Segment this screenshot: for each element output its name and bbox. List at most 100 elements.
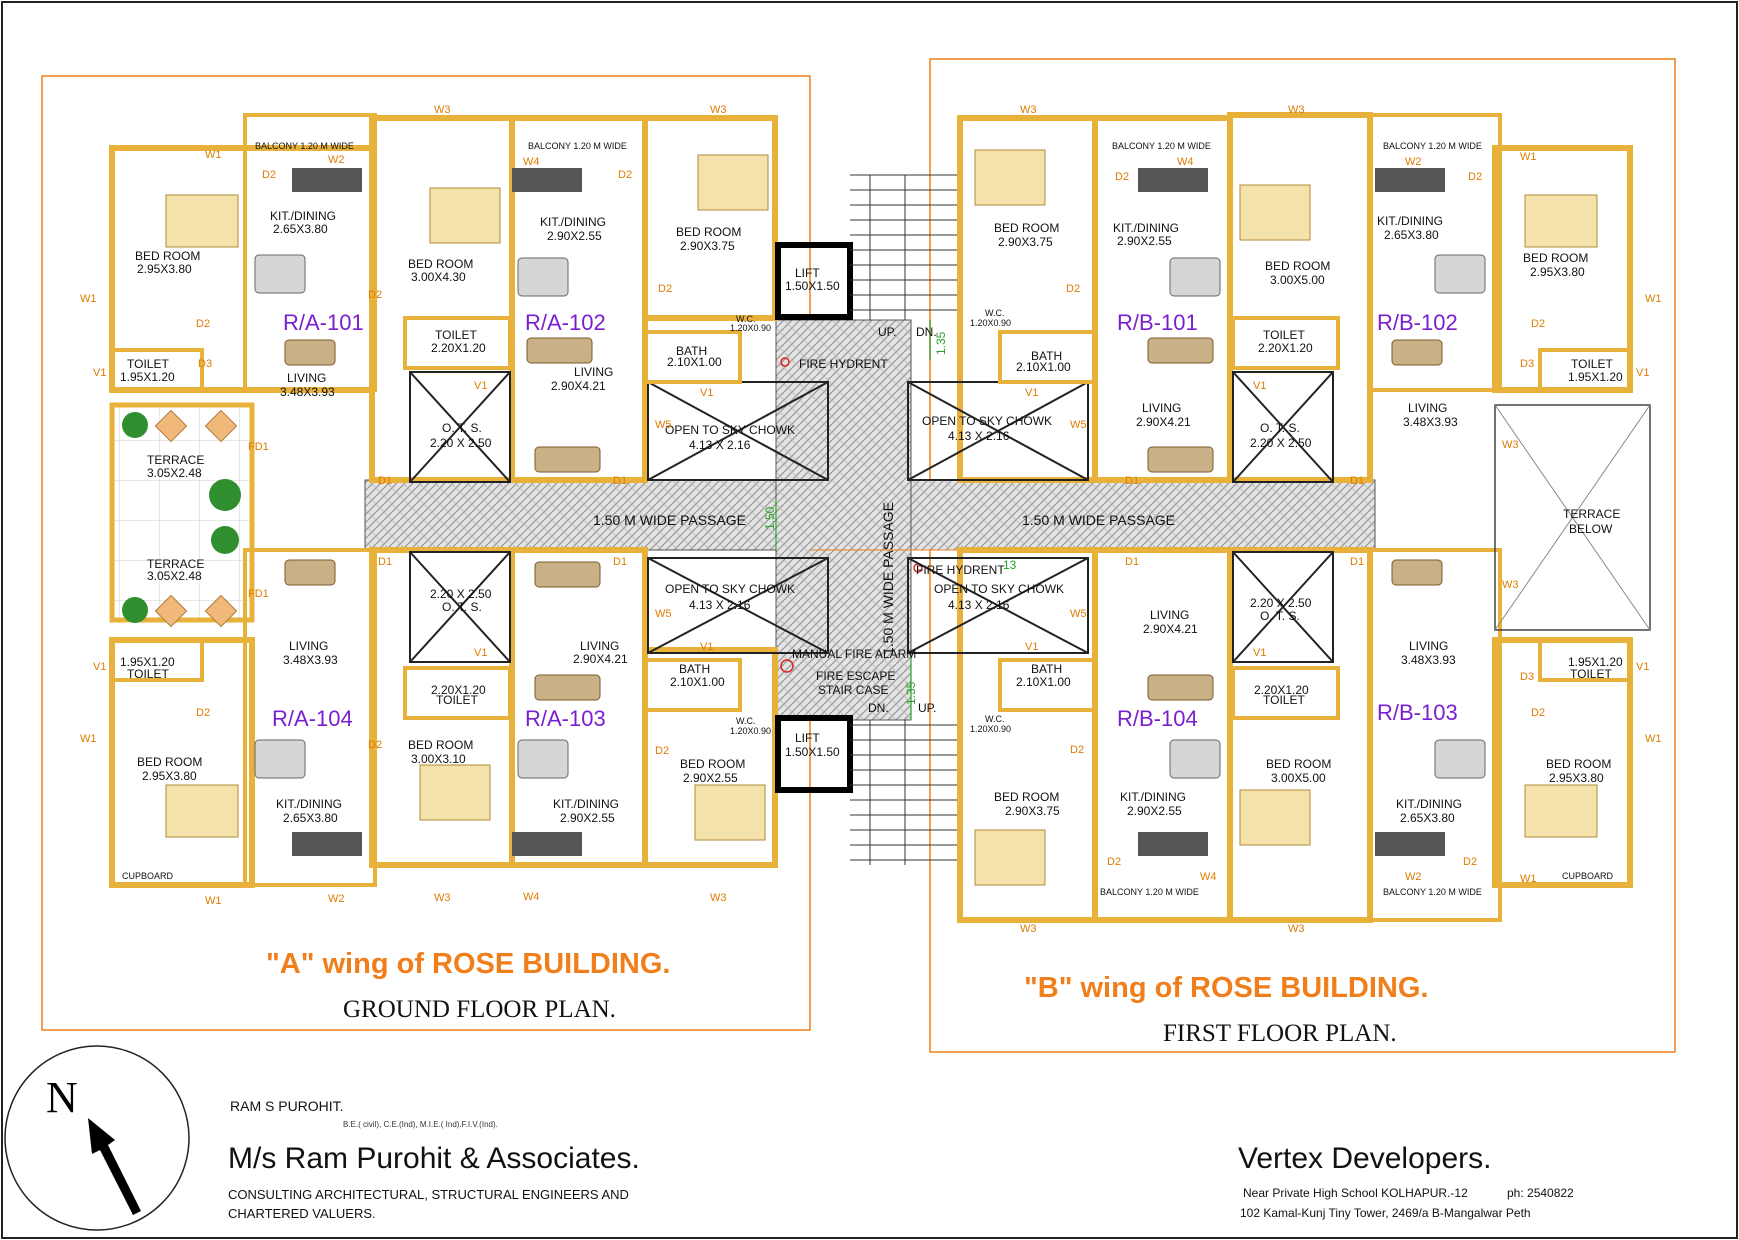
room-name: TOILET xyxy=(1570,667,1612,681)
room-name: KIT./DINING xyxy=(553,797,619,811)
door-tag: D2 xyxy=(1066,283,1080,295)
room-size: 1.95X1.20 xyxy=(120,370,175,384)
door-tag: D2 xyxy=(658,283,672,295)
room-size: 1.20X0.90 xyxy=(730,323,771,333)
window-tag: W1 xyxy=(1520,873,1537,885)
room-size: 1.95X1.20 xyxy=(1568,370,1623,384)
room-size: 2.90X4.21 xyxy=(573,652,628,666)
room-size: 2.20X1.20 xyxy=(431,341,486,355)
window-tag: V1 xyxy=(1636,367,1649,379)
terrace-below-label: BELOW xyxy=(1569,522,1613,536)
architect-name: RAM S PUROHIT. xyxy=(230,1098,344,1114)
window-tag: W3 xyxy=(710,892,727,904)
door-tag: D2 xyxy=(1531,707,1545,719)
room-name: BED ROOM xyxy=(994,221,1059,235)
architect-firm: M/s Ram Purohit & Associates. xyxy=(228,1142,640,1175)
room-size: 3.05X2.48 xyxy=(147,466,202,480)
wing-a-subheading: GROUND FLOOR PLAN. xyxy=(343,996,616,1023)
chowk-name: OPEN TO SKY CHOWK xyxy=(922,414,1052,428)
room-size: 2.95X3.80 xyxy=(137,262,192,276)
room-size: 2.90X3.75 xyxy=(998,235,1053,249)
room-size: 1.95X1.20 xyxy=(120,655,175,669)
chowk-name: OPEN TO SKY CHOWK xyxy=(665,423,795,437)
room-name: W.C. xyxy=(985,714,1005,724)
room-size: 2.95X3.80 xyxy=(142,769,197,783)
room-size: 2.10X1.00 xyxy=(1016,675,1071,689)
window-tag: W2 xyxy=(328,893,345,905)
room-name: TOILET xyxy=(435,328,477,342)
developer-address: Near Private High School KOLHAPUR.-12 xyxy=(1243,1186,1468,1200)
door-tag: D2 xyxy=(1115,171,1129,183)
door-tag: D3 xyxy=(1520,358,1534,370)
room-size: 2.65X3.80 xyxy=(283,811,338,825)
room-name: KIT./DINING xyxy=(270,209,336,223)
door-tag: D2 xyxy=(196,318,210,330)
window-tag: V1 xyxy=(1253,647,1266,659)
room-size: 2.65X3.80 xyxy=(273,222,328,236)
core xyxy=(775,174,1050,865)
architect-services: CHARTERED VALUERS. xyxy=(228,1206,376,1221)
room-name: BED ROOM xyxy=(135,249,200,263)
window-tag: W3 xyxy=(434,892,451,904)
room-name: TOILET xyxy=(1263,328,1305,342)
room-name: BED ROOM xyxy=(1546,757,1611,771)
window-tag: V1 xyxy=(1253,380,1266,392)
room-size: 2.10X1.00 xyxy=(1016,360,1071,374)
door-tag: D2 xyxy=(368,739,382,751)
room-size: 3.00X3.10 xyxy=(411,752,466,766)
ots-name: O. T. S. xyxy=(442,600,482,614)
vertical-passage-label: 1.50 M WIDE PASSAGE xyxy=(880,502,896,655)
room-name: TOILET xyxy=(1263,693,1305,707)
chowk-name: OPEN TO SKY CHOWK xyxy=(934,582,1064,596)
lift-name: LIFT xyxy=(795,731,820,745)
developer-address: 102 Kamal-Kunj Tiny Tower, 2469/a B-Mang… xyxy=(1240,1206,1531,1220)
wing-b-heading: "B" wing of ROSE BUILDING. xyxy=(1024,972,1429,1004)
room-size: 2.90X4.21 xyxy=(1143,622,1198,636)
room-size: 1.20X0.90 xyxy=(970,318,1011,328)
passage-label: 1.50 M WIDE PASSAGE xyxy=(1022,512,1175,528)
window-tag: V1 xyxy=(474,647,487,659)
window-tag: V1 xyxy=(700,641,713,653)
balcony-label: BALCONY 1.20 M WIDE xyxy=(255,141,354,151)
door-tag: D1 xyxy=(613,475,627,487)
room-name: BED ROOM xyxy=(994,790,1059,804)
room-name: LIVING xyxy=(1409,639,1448,653)
room-name: BED ROOM xyxy=(408,738,473,752)
room-size: 2.20X1.20 xyxy=(1254,683,1309,697)
door-tag: D1 xyxy=(1125,556,1139,568)
passage-label: 1.50 M WIDE PASSAGE xyxy=(593,512,746,528)
core-labels: LIFT 1.50X1.50 LIFT 1.50X1.50 FIRE HYDRE… xyxy=(763,266,1017,759)
room-size: 2.90X2.55 xyxy=(683,771,738,785)
room-name: LIVING xyxy=(574,365,613,379)
window-tag: W2 xyxy=(328,154,345,166)
room-name: BED ROOM xyxy=(1265,259,1330,273)
door-tag: D1 xyxy=(378,475,392,487)
unit-label-ra-102: R/A-102 xyxy=(525,310,606,335)
room-size: 2.90X4.21 xyxy=(1136,415,1191,429)
door-tag: D3 xyxy=(198,358,212,370)
lift-name: LIFT xyxy=(795,266,820,280)
window-tag: W3 xyxy=(710,104,727,116)
room-name: BED ROOM xyxy=(1266,757,1331,771)
room-name: W.C. xyxy=(985,308,1005,318)
window-tag: W1 xyxy=(1645,293,1662,305)
window-tag: V1 xyxy=(700,387,713,399)
ots-name: O. T. S. xyxy=(442,421,482,435)
room-size: 2.95X3.80 xyxy=(1530,265,1585,279)
room-size: 2.65X3.80 xyxy=(1400,811,1455,825)
cupboard-label: CUPBOARD xyxy=(1562,871,1614,881)
door-tag: D1 xyxy=(1125,475,1139,487)
room-size: 3.05X2.48 xyxy=(147,569,202,583)
chowk-size: 4.13 X 2.16 xyxy=(689,438,751,452)
balcony-label: BALCONY 1.20 M WIDE xyxy=(1100,887,1199,897)
window-tag: W1 xyxy=(1645,733,1662,745)
wing-b-boundary xyxy=(929,58,1676,1053)
room-name: BATH xyxy=(676,344,707,358)
room-name: W.C. xyxy=(736,716,756,726)
dim-label: 1.35 xyxy=(904,681,918,705)
room-name: BATH xyxy=(679,662,710,676)
unit-label-rb-102: R/B-102 xyxy=(1377,310,1458,335)
room-name: BATH xyxy=(1031,349,1062,363)
chowk-size: 4.13 X 2.16 xyxy=(948,429,1010,443)
room-size: 2.90X2.55 xyxy=(560,811,615,825)
